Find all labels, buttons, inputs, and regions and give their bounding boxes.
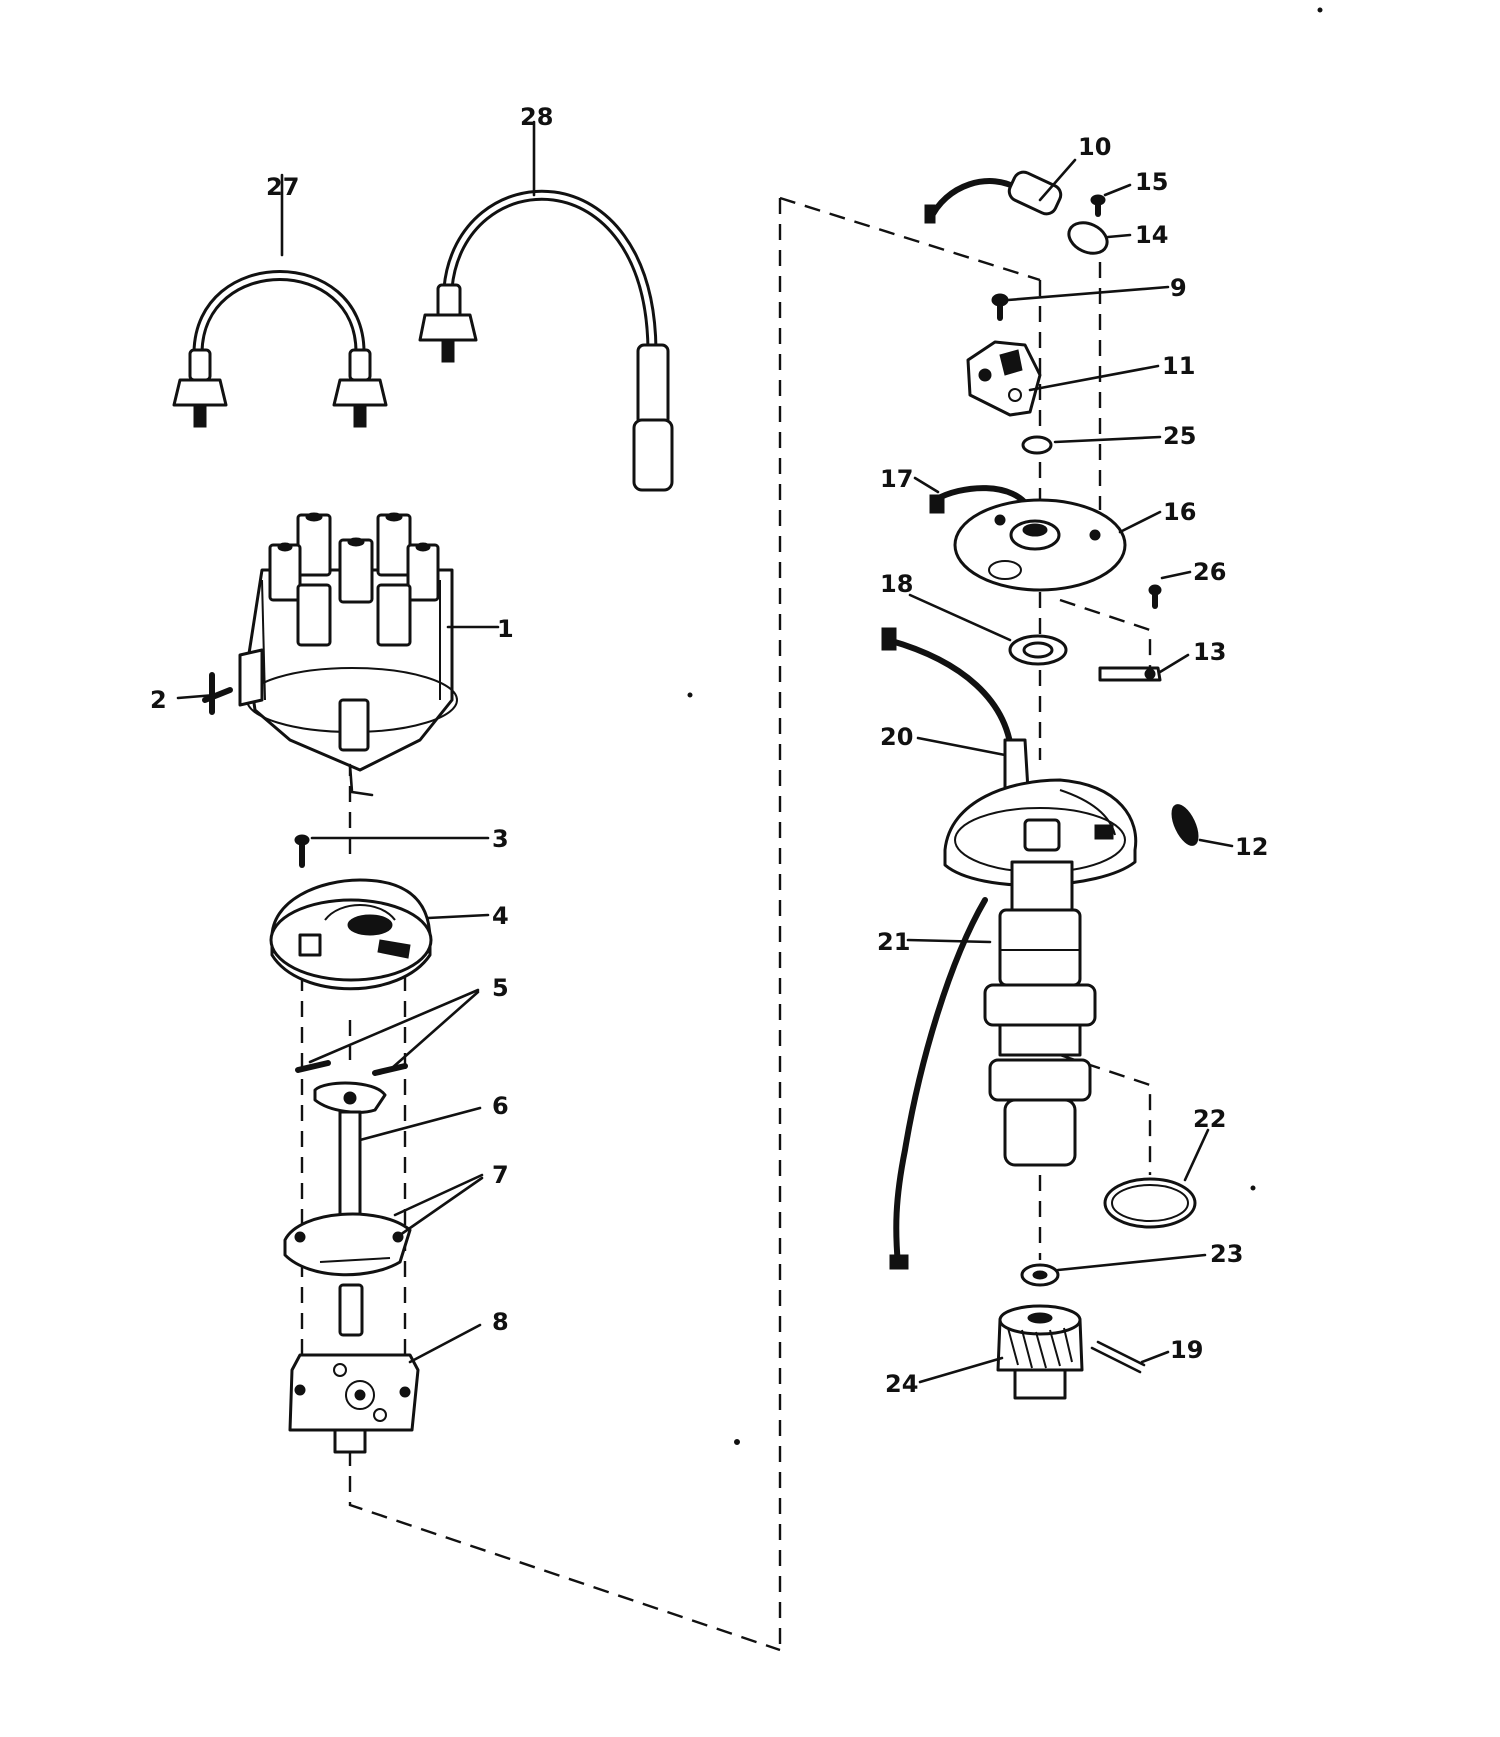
callout-12: 12 bbox=[1235, 833, 1268, 861]
short-spark-plug-wire bbox=[172, 270, 388, 428]
condenser-bracket bbox=[1067, 221, 1109, 255]
shaft-segment bbox=[338, 1283, 364, 1337]
plate-screw bbox=[1148, 584, 1162, 609]
callout-2: 2 bbox=[150, 686, 167, 714]
callout-labels: 27 28 1 2 3 4 5 6 7 8 10 15 14 9 11 25 1… bbox=[150, 103, 1268, 1398]
drive-gear bbox=[996, 1304, 1084, 1400]
callout-1: 1 bbox=[497, 615, 514, 643]
callout-10: 10 bbox=[1078, 133, 1111, 161]
callout-8: 8 bbox=[492, 1308, 509, 1336]
callout-6: 6 bbox=[492, 1092, 509, 1120]
callout-22: 22 bbox=[1193, 1105, 1226, 1133]
callout-5: 5 bbox=[492, 974, 509, 1002]
long-spark-plug-wire bbox=[418, 189, 674, 492]
contact-set-screw bbox=[991, 293, 1009, 321]
leader-lines bbox=[176, 120, 1234, 1384]
callout-21: 21 bbox=[877, 928, 910, 956]
distributor-housing bbox=[881, 627, 1138, 1270]
callout-4: 4 bbox=[492, 902, 509, 930]
advance-cam bbox=[313, 1081, 387, 1244]
callout-3: 3 bbox=[492, 825, 509, 853]
cap-clip bbox=[202, 672, 233, 715]
callout-24: 24 bbox=[885, 1370, 918, 1398]
shaft-felt bbox=[1008, 634, 1068, 666]
callout-18: 18 bbox=[880, 570, 913, 598]
gear-pin bbox=[1090, 1340, 1146, 1374]
contact-set bbox=[966, 340, 1042, 417]
advance-weights bbox=[283, 1212, 412, 1277]
callout-20: 20 bbox=[880, 723, 913, 751]
callout-9: 9 bbox=[1170, 274, 1187, 302]
callout-26: 26 bbox=[1193, 558, 1226, 586]
lead-grommet bbox=[1171, 804, 1199, 846]
o-ring-seal bbox=[1103, 1177, 1197, 1229]
housing-plate bbox=[288, 1353, 420, 1454]
callout-7: 7 bbox=[492, 1161, 509, 1189]
callout-14: 14 bbox=[1135, 221, 1168, 249]
thrust-washer bbox=[1020, 1263, 1060, 1287]
callout-15: 15 bbox=[1135, 168, 1168, 196]
callout-25: 25 bbox=[1163, 422, 1196, 450]
rotor bbox=[269, 878, 433, 991]
condenser bbox=[924, 170, 1063, 224]
callout-16: 16 bbox=[1163, 498, 1196, 526]
callout-17: 17 bbox=[880, 465, 913, 493]
breaker-plate bbox=[953, 498, 1127, 592]
scan-specks bbox=[687, 7, 1323, 1445]
callout-27: 27 bbox=[266, 173, 299, 201]
weight-springs bbox=[295, 1060, 408, 1076]
callout-23: 23 bbox=[1210, 1240, 1243, 1268]
callout-28: 28 bbox=[520, 103, 553, 131]
callout-11: 11 bbox=[1162, 352, 1195, 380]
distributor-cap bbox=[238, 512, 458, 797]
condenser-screw bbox=[1090, 194, 1106, 217]
felt-washer bbox=[1021, 435, 1053, 455]
rotor-screw bbox=[294, 834, 310, 868]
plate-retainer bbox=[1098, 666, 1162, 682]
callout-19: 19 bbox=[1170, 1336, 1203, 1364]
callout-13: 13 bbox=[1193, 638, 1226, 666]
